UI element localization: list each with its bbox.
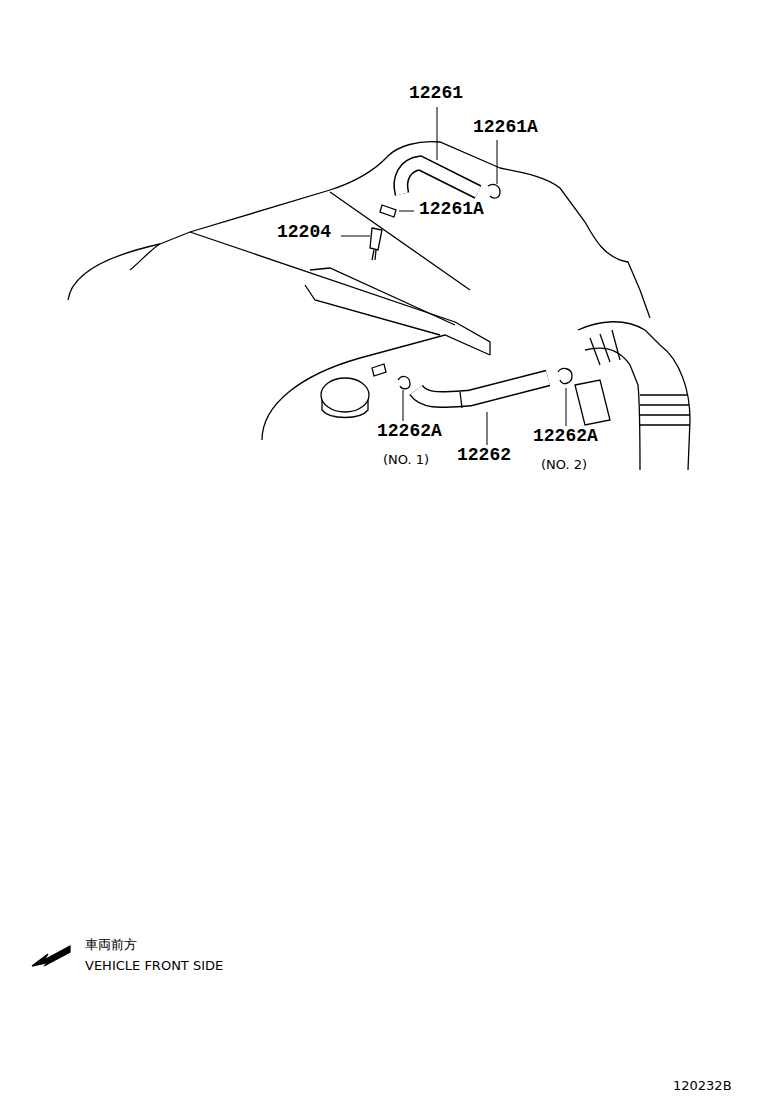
cover-detail (305, 268, 455, 335)
front-arrow (32, 946, 70, 966)
part-number: 12261 (408, 84, 464, 104)
part-number: 12262 (456, 446, 512, 466)
part-number: 12261A (418, 200, 485, 220)
part-number: 12204 (276, 223, 332, 243)
port (372, 364, 386, 376)
part-number: 12262A (376, 422, 443, 442)
hose (460, 392, 462, 408)
hose (416, 378, 548, 400)
oil-cap (321, 378, 369, 412)
figure-id: 120232B (672, 1079, 733, 1093)
engine-outline (130, 244, 160, 270)
intake-bracket (575, 380, 610, 425)
hose (401, 163, 478, 194)
direction-label: 車両前方 (84, 938, 138, 952)
clip (398, 377, 410, 389)
hose (401, 163, 478, 194)
direction-label: VEHICLE FRONT SIDE (84, 959, 224, 973)
oil-cap (322, 400, 368, 418)
clip (380, 205, 396, 217)
intake-pipe (585, 348, 640, 470)
cover-edge (190, 232, 490, 355)
engine-outline (68, 142, 650, 318)
hose (416, 378, 548, 400)
leader-line (341, 107, 566, 445)
intake-pipe (578, 322, 690, 470)
pcv-valve (370, 228, 382, 260)
part-number: 12261A (472, 118, 539, 138)
clip (488, 184, 500, 198)
position-note: (NO. 2) (540, 458, 588, 472)
part-number: 12262A (532, 427, 599, 447)
clip (558, 369, 572, 384)
intake-rings (590, 330, 690, 425)
position-note: (NO. 1) (382, 453, 430, 467)
